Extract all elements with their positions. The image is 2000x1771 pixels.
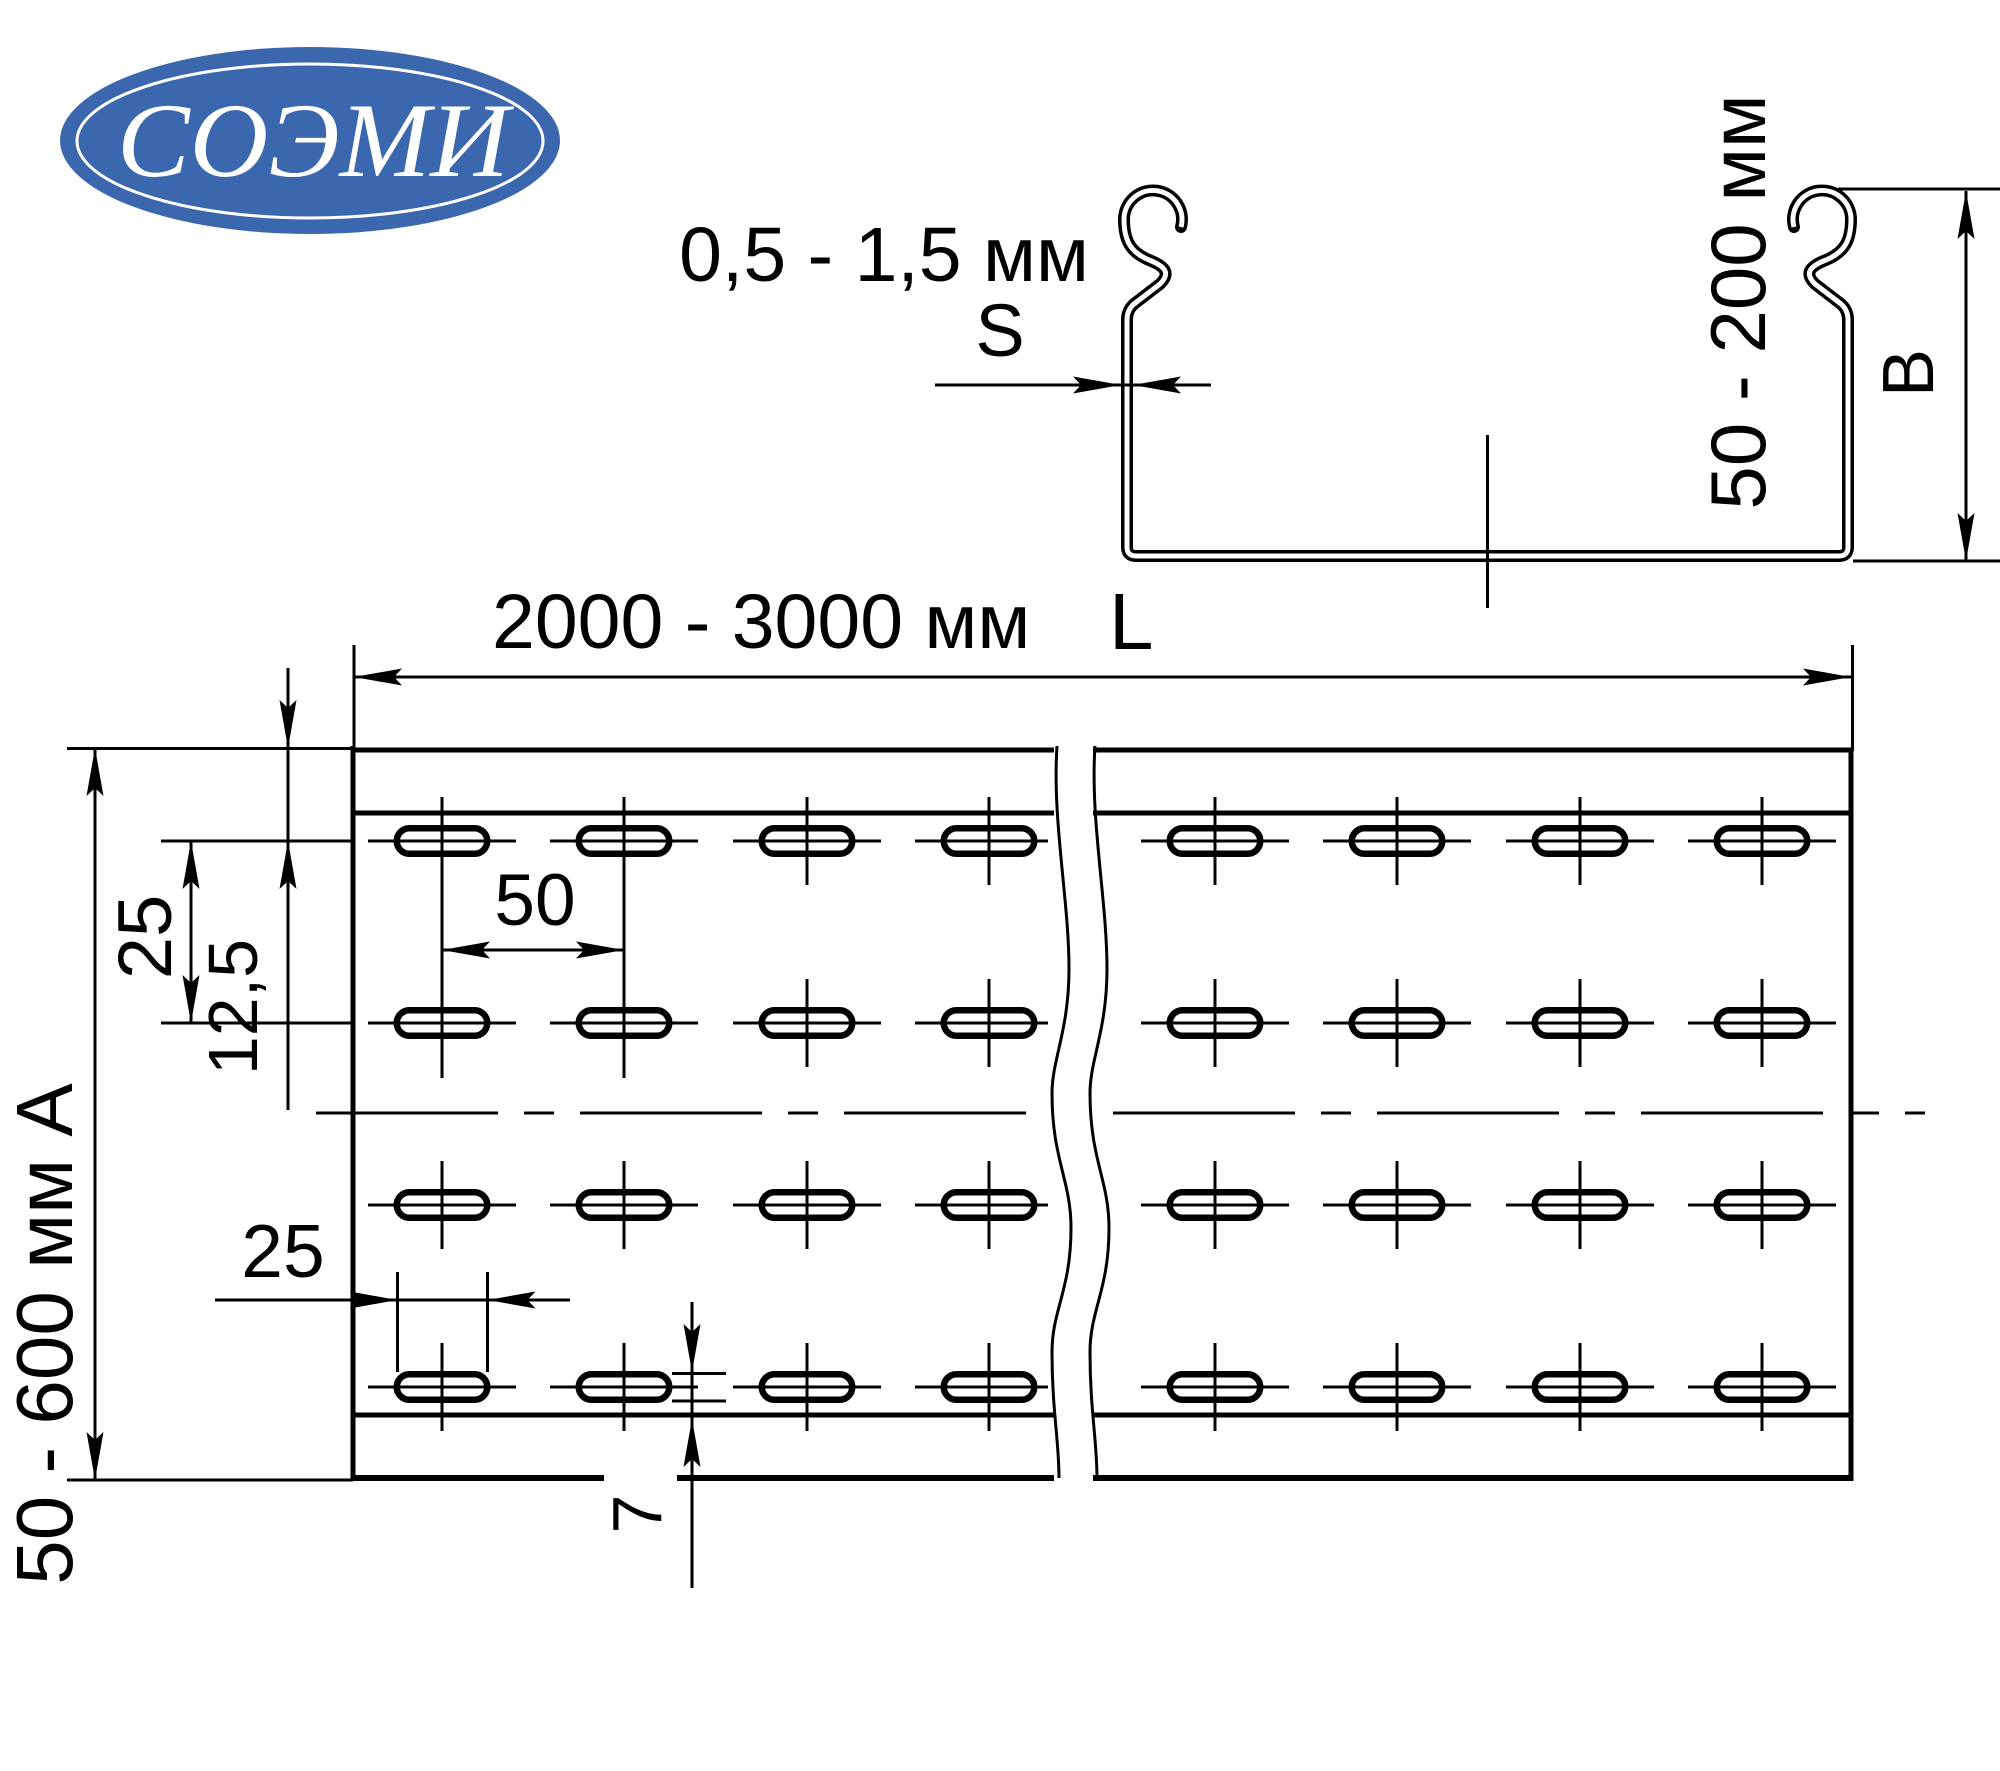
svg-text:25: 25	[241, 1209, 324, 1293]
svg-text:50 - 200 мм: 50 - 200 мм	[1694, 94, 1782, 509]
svg-text:25: 25	[103, 895, 188, 980]
svg-text:S: S	[975, 289, 1024, 372]
svg-text:L: L	[1109, 577, 1154, 666]
svg-text:12,5: 12,5	[194, 939, 272, 1075]
svg-text:СОЭМИ: СОЭМИ	[117, 82, 515, 199]
svg-text:2000 - 3000 мм: 2000 - 3000 мм	[492, 579, 1030, 665]
svg-text:B: B	[1869, 349, 1949, 397]
svg-text:50: 50	[494, 860, 575, 941]
svg-text:50 - 600 мм А: 50 - 600 мм А	[0, 1083, 89, 1585]
svg-text:7: 7	[598, 1495, 676, 1534]
svg-text:0,5 - 1,5 мм: 0,5 - 1,5 мм	[679, 212, 1089, 298]
